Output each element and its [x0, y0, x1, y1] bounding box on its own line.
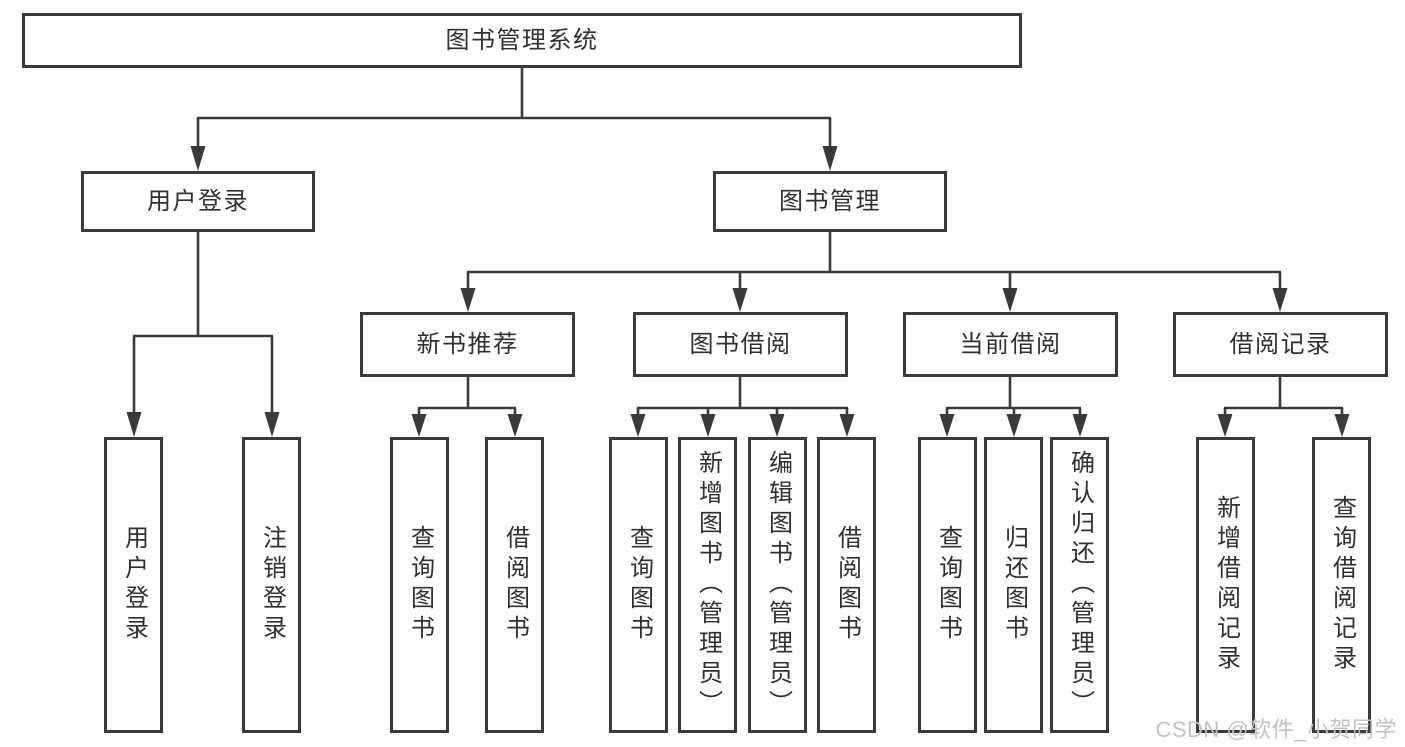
leaf-user-login: 用户登录	[104, 437, 163, 733]
leaf-current-return-books: 归还图书	[984, 437, 1043, 733]
connector-path	[466, 232, 1282, 292]
connector-current-borrow-split	[939, 377, 1088, 437]
arrowhead	[1006, 414, 1022, 437]
connector-user-login-split	[126, 232, 280, 437]
leaf-label: 查询图书	[406, 525, 434, 645]
leaf-label: 查询图书	[934, 525, 962, 645]
leaf-borrow-edit-books-admin: 编辑图书（管理员）	[748, 437, 807, 733]
connector-book-borrow-split	[630, 377, 855, 437]
leaf-records-query-borrow-record: 查询借阅记录	[1312, 437, 1371, 733]
connector-path	[945, 377, 1082, 418]
node-label: 图书管理	[779, 187, 881, 215]
arrowhead	[939, 414, 955, 437]
leaf-borrow-borrow-books: 借阅图书	[817, 437, 876, 733]
leaf-logout-login: 注销登录	[242, 437, 301, 733]
node-new-book-recommend: 新书推荐	[360, 312, 575, 377]
connector-borrow-records-split	[1217, 377, 1350, 437]
leaf-label: 查询借阅记录	[1328, 495, 1356, 675]
connector-path	[1223, 377, 1344, 418]
leaf-label: 编辑图书（管理员）	[764, 450, 792, 720]
arrowhead	[1002, 288, 1018, 312]
arrowhead	[507, 414, 523, 437]
node-book-borrow: 图书借阅	[633, 312, 848, 377]
csdn-watermark: CSDN @软件_小贺同学	[1155, 717, 1397, 742]
node-label: 图书借阅	[689, 330, 792, 358]
leaf-label: 借阅图书	[501, 525, 529, 645]
leaf-current-confirm-return-admin: 确认归还（管理员）	[1050, 437, 1109, 733]
node-label: 用户登录	[147, 187, 249, 215]
arrowhead	[264, 412, 280, 437]
leaf-borrow-query-books: 查询图书	[609, 437, 668, 733]
leaf-label: 借阅图书	[833, 525, 861, 645]
leaf-label: 确认归还（管理员）	[1066, 450, 1094, 720]
arrowhead	[839, 414, 855, 437]
connector-path	[132, 232, 274, 416]
node-current-borrow: 当前借阅	[903, 312, 1118, 377]
node-label: 借阅记录	[1229, 330, 1332, 358]
arrowhead	[769, 414, 785, 437]
arrowhead	[460, 288, 476, 312]
connector-root-split	[190, 68, 838, 171]
leaf-label: 查询图书	[625, 525, 653, 645]
leaf-records-add-borrow-record: 新增借阅记录	[1196, 437, 1255, 733]
connector-path	[196, 68, 832, 150]
node-label: 当前借阅	[959, 330, 1062, 358]
connector-path	[636, 377, 849, 418]
leaf-borrow-add-books-admin: 新增图书（管理员）	[678, 437, 737, 733]
arrowhead	[630, 414, 646, 437]
leaf-label: 用户登录	[120, 525, 148, 645]
node-user-login: 用户登录	[81, 171, 315, 232]
arrowhead	[822, 146, 838, 171]
arrowhead	[126, 412, 142, 437]
connector-book-management-split	[460, 232, 1288, 312]
leaf-label: 归还图书	[1000, 525, 1028, 645]
arrowhead	[1334, 414, 1350, 437]
node-label: 新书推荐	[416, 330, 519, 358]
arrowhead	[1217, 414, 1233, 437]
leaf-current-query-books: 查询图书	[918, 437, 977, 733]
leaf-label: 注销登录	[258, 525, 286, 645]
leaf-label: 新增借阅记录	[1212, 495, 1240, 675]
arrowhead	[732, 288, 748, 312]
leaf-recommend-borrow-books: 借阅图书	[485, 437, 544, 733]
arrowhead	[190, 146, 206, 171]
arrowhead	[700, 414, 716, 437]
node-label: 图书管理系统	[445, 26, 599, 54]
leaf-recommend-query-books: 查询图书	[390, 437, 449, 733]
node-root: 图书管理系统	[22, 13, 1022, 68]
leaf-label: 新增图书（管理员）	[694, 450, 722, 720]
arrowhead	[1072, 414, 1088, 437]
node-book-management: 图书管理	[713, 171, 947, 232]
node-borrow-records: 借阅记录	[1173, 312, 1388, 377]
arrowhead	[1272, 288, 1288, 312]
connector-path	[417, 377, 517, 418]
arrowhead	[411, 414, 427, 437]
connector-new-book-recommend-split	[411, 377, 523, 437]
